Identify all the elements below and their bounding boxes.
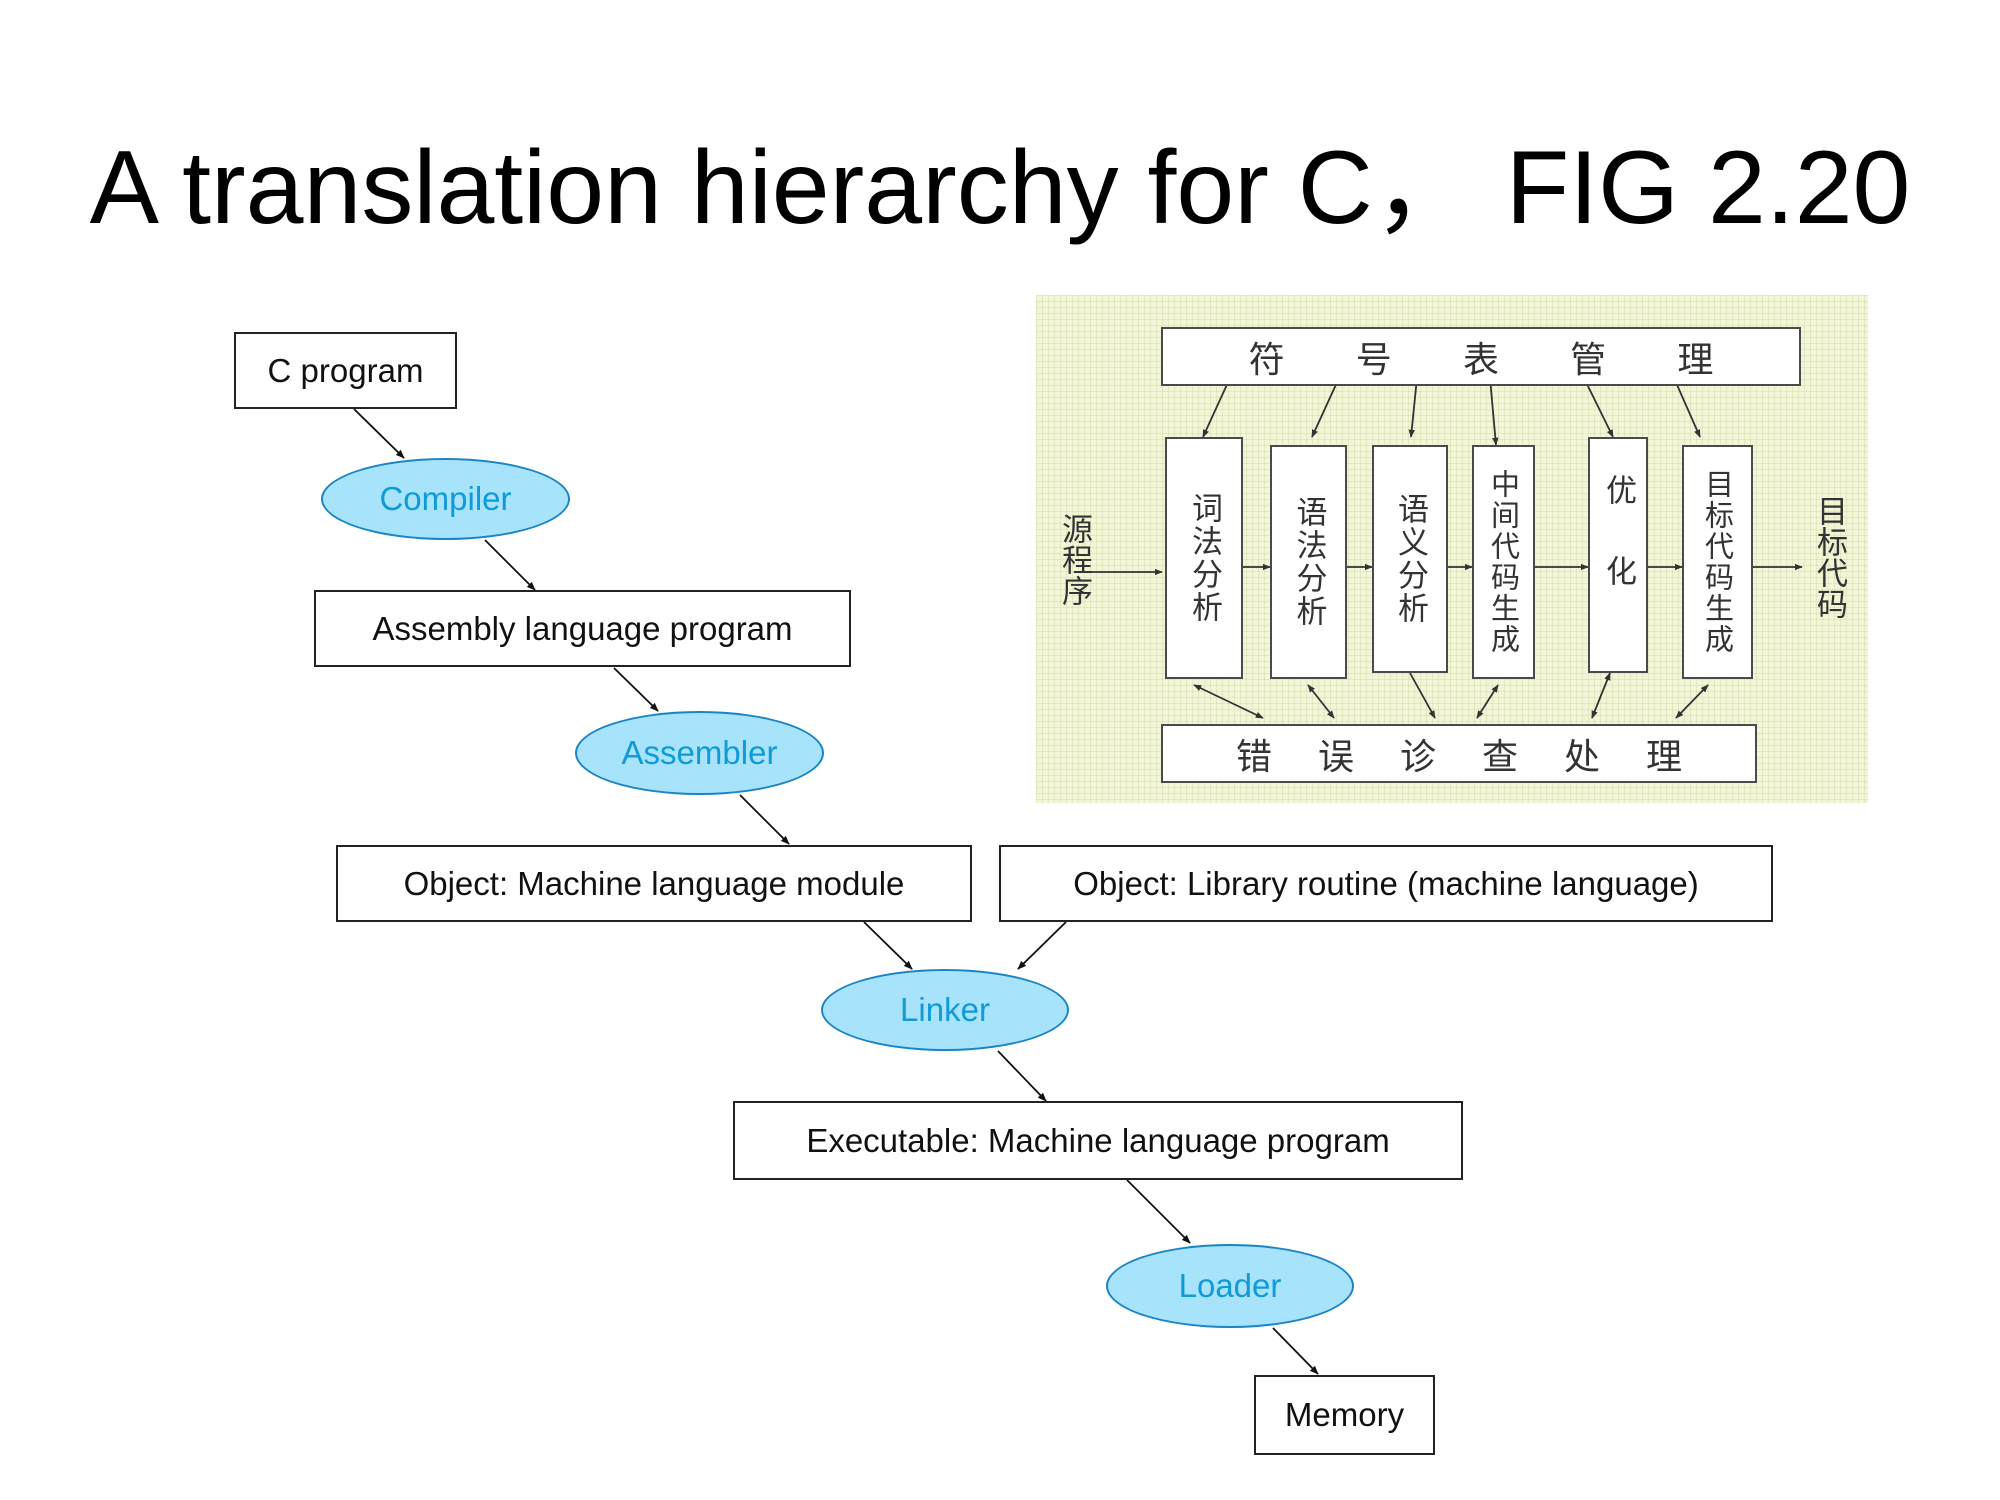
compiler-phases-panel: 符 号 表 管 理 源程序 词法分析 语法分析 语义分析 中间代码生成 优化 目… [1036,295,1868,803]
target-code-label: 目标代码 [1811,495,1847,619]
object-module-box: Object: Machine language module [336,845,972,922]
error-handling-char: 查 [1481,736,1518,778]
arrow-library-linker [1017,921,1067,970]
error-handling-char: 误 [1317,736,1354,778]
phase-lexical: 词法分析 [1165,437,1243,679]
phase-intermediate-code: 中间代码生成 [1472,445,1535,679]
arrow-executable-loader [1126,1179,1191,1244]
error-handling-char: 理 [1645,736,1682,778]
symbol-table-char: 号 [1355,339,1392,381]
arrow-linker-executable [997,1050,1047,1102]
error-handling-char: 诊 [1399,736,1436,778]
compiler-panel-arrows [1091,377,1803,719]
phase-target-code: 目标代码生成 [1682,445,1753,679]
error-handling-char: 错 [1235,736,1272,778]
symbol-table-char: 管 [1570,339,1607,381]
arrow-assembler-object [739,794,790,845]
compiler-ellipse: Compiler [321,458,570,540]
error-handling-char: 处 [1563,736,1600,778]
error-handling-bar: 错 误 诊 查 处 理 [1161,724,1757,783]
phase-syntax: 语法分析 [1270,445,1347,679]
loader-ellipse: Loader [1106,1244,1354,1328]
symbol-table-char: 表 [1462,339,1499,381]
arrow-loader-memory [1272,1327,1319,1375]
source-program-label: 源程序 [1056,513,1092,606]
slide-title: A translation hierarchy for C， FIG 2.20 [89,130,1911,246]
linker-ellipse: Linker [821,969,1069,1051]
executable-box: Executable: Machine language program [733,1101,1463,1180]
arrow-object-linker [863,921,913,970]
assembler-ellipse: Assembler [575,711,824,795]
arrow-assembly-assembler [613,667,659,712]
symbol-table-char: 符 [1248,339,1285,381]
symbol-table-bar: 符 号 表 管 理 [1161,327,1801,386]
assembly-program-box: Assembly language program [314,590,851,667]
memory-box: Memory [1254,1375,1435,1455]
phase-semantic: 语义分析 [1372,445,1448,673]
c-program-box: C program [234,332,457,409]
library-routine-box: Object: Library routine (machine languag… [999,845,1773,922]
symbol-table-char: 理 [1677,339,1714,381]
phase-optimization: 优化 [1588,437,1648,673]
arrow-cprogram-compiler [353,408,405,459]
arrow-compiler-assembly [484,539,536,591]
